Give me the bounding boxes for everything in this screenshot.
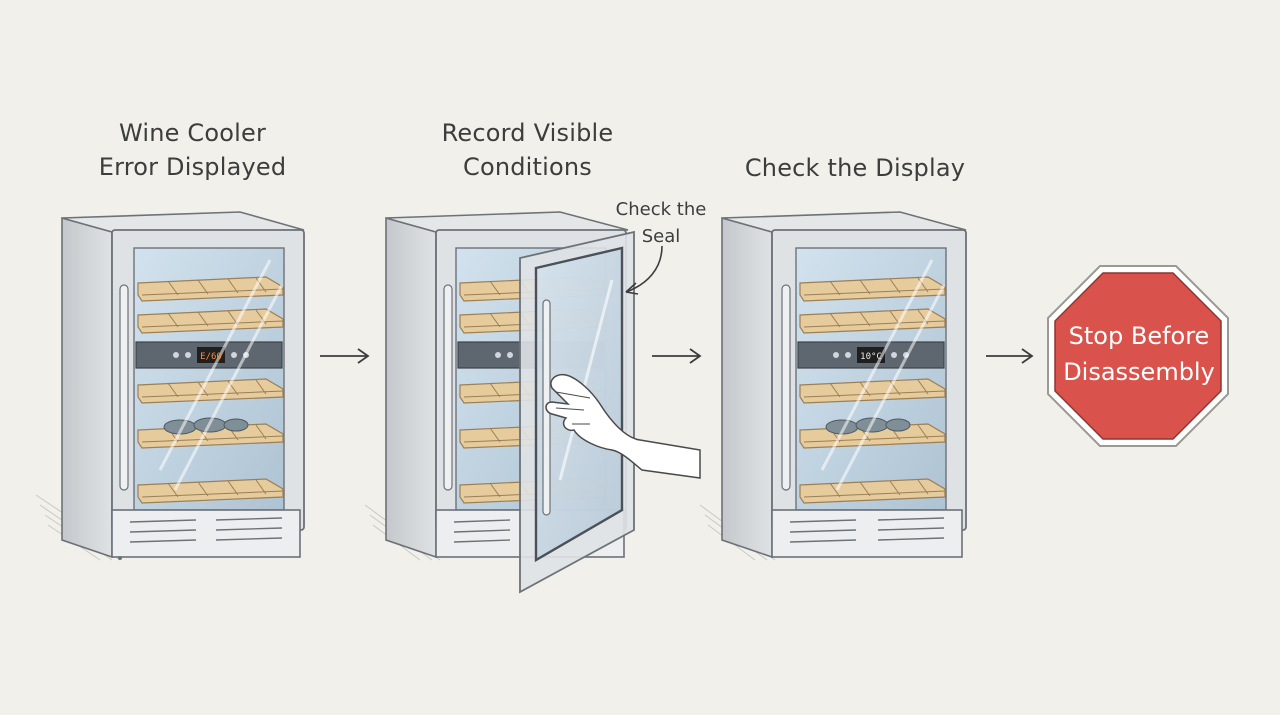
step-3-title-line-1: Check the Display bbox=[744, 154, 966, 182]
step-2-title: Record Visible Conditions bbox=[405, 116, 650, 184]
seal-callout: Check the Seal bbox=[608, 196, 714, 250]
step-1-title-line-2: Error Displayed bbox=[98, 153, 287, 181]
seal-callout-arrow bbox=[625, 245, 663, 293]
stop-sign-label: Stop Before Disassembly bbox=[1050, 318, 1228, 390]
step-2-title-line-1: Record Visible bbox=[441, 119, 614, 147]
stop-sign-line-2: Disassembly bbox=[1063, 358, 1215, 386]
wine-cooler-1 bbox=[61, 211, 305, 560]
stop-sign bbox=[1047, 265, 1229, 447]
stop-sign-line-1: Stop Before bbox=[1068, 322, 1210, 350]
step-1-title-line-1: Wine Cooler bbox=[118, 119, 267, 147]
flow-arrow-1 bbox=[320, 348, 370, 364]
step-2-title-line-2: Conditions bbox=[462, 153, 593, 181]
step-3-title: Check the Display bbox=[715, 151, 995, 185]
seal-callout-line-1: Check the bbox=[615, 199, 707, 220]
step-1-title: Wine Cooler Error Displayed bbox=[70, 116, 315, 184]
wine-cooler-3 bbox=[721, 211, 967, 559]
display-reading-1: E/60 bbox=[200, 352, 222, 362]
flow-arrow-2 bbox=[652, 348, 702, 364]
wine-cooler-2 bbox=[385, 211, 701, 594]
seal-callout-line-2: Seal bbox=[641, 226, 681, 247]
display-reading-3: 10°C bbox=[860, 352, 882, 362]
flow-arrow-3 bbox=[986, 348, 1034, 364]
